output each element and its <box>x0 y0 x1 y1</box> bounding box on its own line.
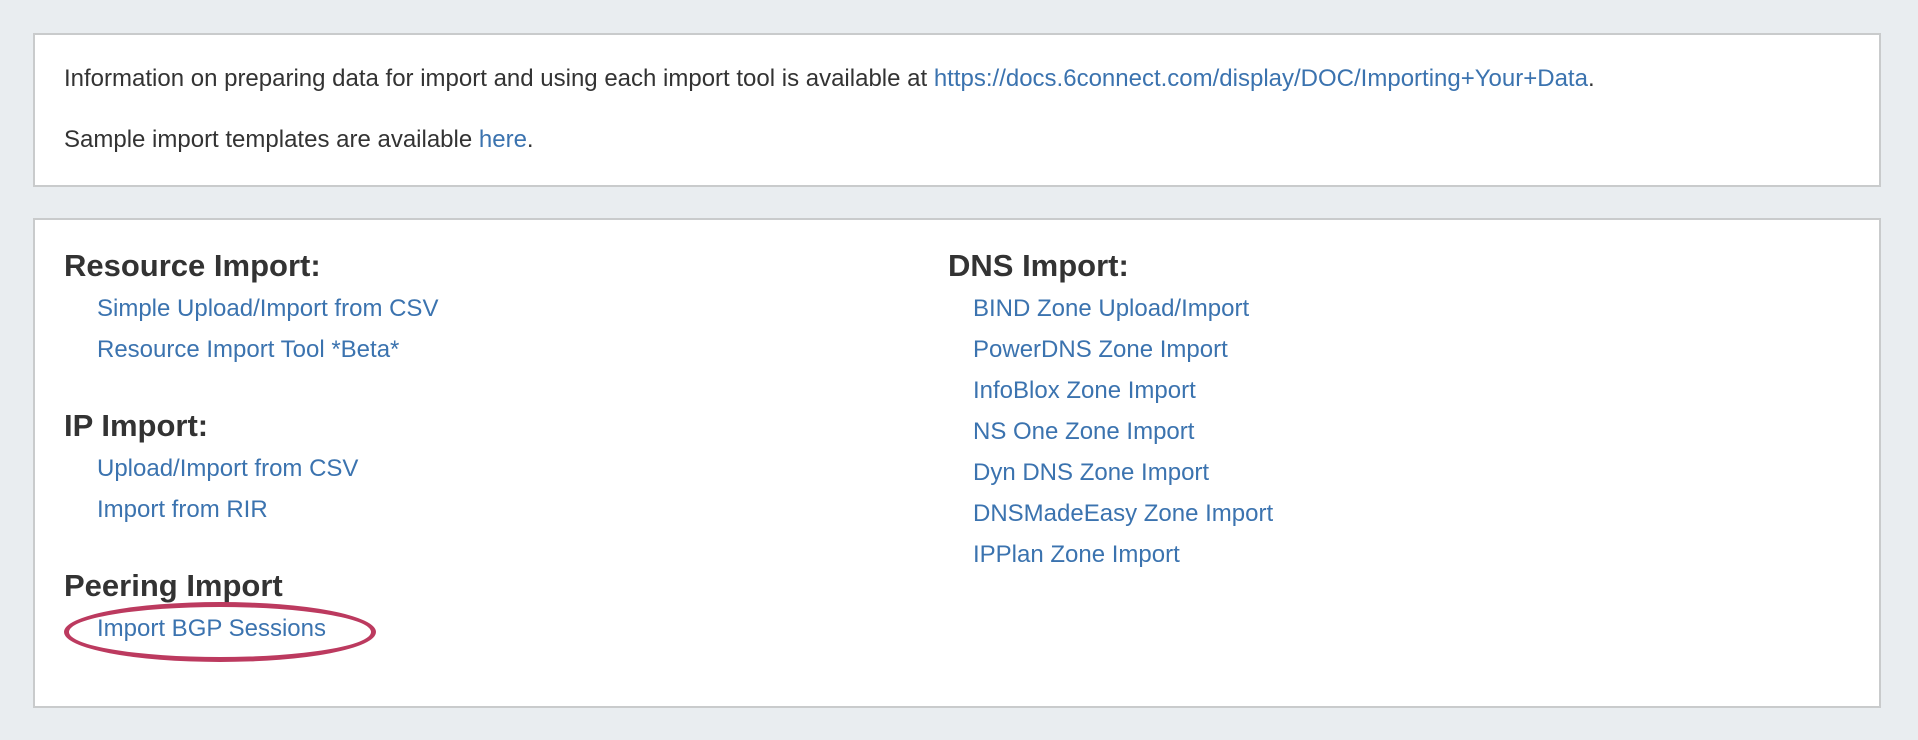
ip-upload-import-csv-link[interactable]: Upload/Import from CSV <box>97 455 359 482</box>
info-line-docs-suffix: . <box>1587 65 1595 92</box>
docs-url-link[interactable]: https://docs.6connect.com/display/DOC/Im… <box>933 65 1588 92</box>
info-line-templates: Sample import templates are available he… <box>64 122 1850 158</box>
info-line-templates-suffix: . <box>526 126 534 153</box>
list-item: Import BGP Sessions <box>64 602 948 662</box>
import-from-rir-link[interactable]: Import from RIR <box>97 496 268 523</box>
ipplan-zone-import-link[interactable]: IPPlan Zone Import <box>973 541 1180 568</box>
infoblox-zone-import-link[interactable]: InfoBlox Zone Import <box>973 377 1196 404</box>
list-item: IPPlan Zone Import <box>973 534 1850 575</box>
list-item: Simple Upload/Import from CSV <box>97 288 948 329</box>
info-line-docs-prefix: Information on preparing data for import… <box>64 65 934 92</box>
ip-import-links: Upload/Import from CSV Import from RIR <box>64 448 948 530</box>
left-column: Resource Import: Simple Upload/Import fr… <box>64 246 948 662</box>
list-item: Import from RIR <box>97 489 948 530</box>
list-item: Resource Import Tool *Beta* <box>97 329 948 370</box>
import-tools-panel: Resource Import: Simple Upload/Import fr… <box>33 218 1881 708</box>
bind-zone-upload-import-link[interactable]: BIND Zone Upload/Import <box>973 295 1250 322</box>
dnsmadeeasy-zone-import-link[interactable]: DNSMadeEasy Zone Import <box>973 500 1274 527</box>
right-column: DNS Import: BIND Zone Upload/Import Powe… <box>948 246 1850 575</box>
dns-import-links: BIND Zone Upload/Import PowerDNS Zone Im… <box>948 288 1850 575</box>
list-item: PowerDNS Zone Import <box>973 329 1850 370</box>
section-title-resource-import: Resource Import: <box>64 248 321 283</box>
info-line-templates-prefix: Sample import templates are available <box>64 126 479 153</box>
list-item: NS One Zone Import <box>973 411 1850 452</box>
resource-import-links: Simple Upload/Import from CSV Resource I… <box>64 288 948 370</box>
list-item: BIND Zone Upload/Import <box>973 288 1850 329</box>
list-item: InfoBlox Zone Import <box>973 370 1850 411</box>
import-columns: Resource Import: Simple Upload/Import fr… <box>64 246 1850 662</box>
import-info-panel: Information on preparing data for import… <box>33 33 1881 187</box>
simple-upload-import-csv-link[interactable]: Simple Upload/Import from CSV <box>97 295 439 322</box>
templates-here-link[interactable]: here <box>478 126 527 153</box>
info-line-docs: Information on preparing data for import… <box>64 61 1850 97</box>
section-title-ip-import: IP Import: <box>64 408 209 443</box>
section-title-dns-import: DNS Import: <box>948 248 1129 283</box>
peering-import-links: Import BGP Sessions <box>64 602 948 662</box>
powerdns-zone-import-link[interactable]: PowerDNS Zone Import <box>973 336 1228 363</box>
resource-import-tool-beta-link[interactable]: Resource Import Tool *Beta* <box>97 336 400 363</box>
dyn-dns-zone-import-link[interactable]: Dyn DNS Zone Import <box>973 459 1210 486</box>
list-item: Dyn DNS Zone Import <box>973 452 1850 493</box>
nsone-zone-import-link[interactable]: NS One Zone Import <box>973 418 1195 445</box>
list-item: Upload/Import from CSV <box>97 448 948 489</box>
list-item: DNSMadeEasy Zone Import <box>973 493 1850 534</box>
section-title-peering-import: Peering Import <box>64 568 283 603</box>
import-bgp-sessions-link[interactable]: Import BGP Sessions <box>97 615 326 642</box>
